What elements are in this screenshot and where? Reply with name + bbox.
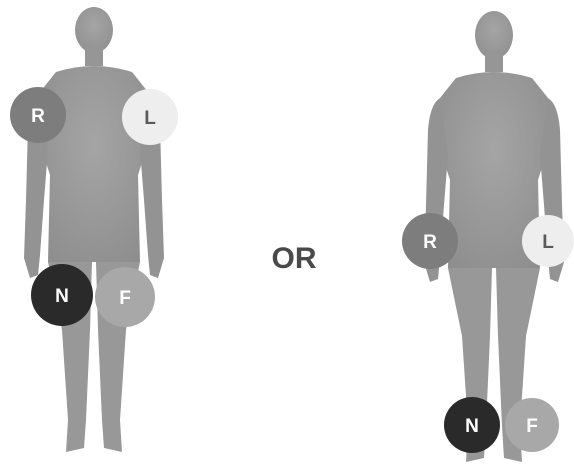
- right-electrode-l: L: [522, 215, 574, 267]
- electrode-f-label: F: [526, 416, 538, 437]
- left-electrode-n: N: [31, 264, 93, 326]
- electrode-n-label: N: [465, 416, 479, 437]
- electrode-l-label: L: [144, 108, 156, 129]
- right-electrode-n: N: [444, 397, 500, 453]
- electrode-l-label: L: [542, 232, 554, 253]
- electrode-n-label: N: [55, 286, 69, 307]
- right-electrode-f: F: [505, 398, 559, 452]
- or-separator: OR: [272, 242, 317, 275]
- electrode-f-label: F: [119, 288, 131, 309]
- left-electrode-l: L: [122, 89, 178, 145]
- left-body-silhouette: [24, 7, 164, 452]
- electrode-r-label: R: [31, 106, 45, 127]
- electrode-r-label: R: [423, 232, 437, 253]
- left-electrode-f: F: [95, 267, 155, 327]
- right-electrode-r: R: [402, 213, 458, 269]
- left-electrode-r: R: [10, 87, 66, 143]
